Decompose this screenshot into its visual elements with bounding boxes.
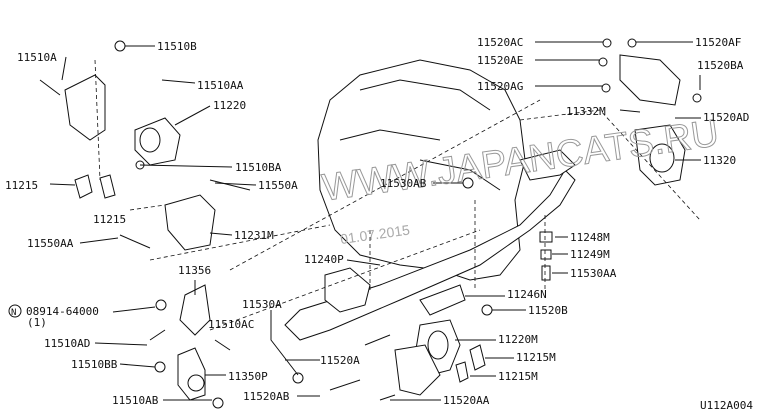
engine-block — [317, 59, 526, 281]
figure-code: U112A004 — [700, 399, 753, 411]
label-11215m: 11215M — [498, 370, 538, 383]
label-11520aa: 11520AA — [443, 394, 490, 407]
label-11249m: 11249M — [570, 248, 610, 261]
label-11215m: 11215M — [516, 351, 556, 364]
label-11520af: 11520AF — [695, 36, 741, 49]
label-11215: 11215 — [5, 179, 38, 192]
label-11520ag: 11520AG — [477, 80, 523, 93]
label-11530a: 11530A — [242, 298, 282, 311]
label-11220m: 11220M — [498, 333, 538, 346]
right-mount-parts — [462, 38, 702, 281]
label-11510ad: 11510AD — [44, 337, 90, 350]
lower-center-parts — [292, 284, 493, 401]
label-11530ab: 11530AB — [380, 177, 427, 190]
label-08914-64000: 08914-64000 — [26, 305, 99, 318]
label-11246n: 11246N — [507, 288, 547, 301]
label-11520ad: 11520AD — [703, 111, 749, 124]
label-11520ba: 11520BA — [697, 59, 744, 72]
note-circle-icon — [8, 304, 22, 318]
label-11356: 11356 — [178, 264, 211, 277]
assembly-lines — [94, 59, 701, 331]
label-11550aa: 11550AA — [27, 237, 74, 250]
label-11240p: 11240P — [304, 253, 344, 266]
label-11215: 11215 — [93, 213, 126, 226]
label-11520ac: 11520AC — [477, 36, 523, 49]
label-11510ab: 11510AB — [112, 394, 159, 407]
label-11530aa: 11530AA — [570, 267, 617, 280]
label-11510bb: 11510BB — [71, 358, 118, 371]
label-11220: 11220 — [213, 99, 246, 112]
label-11520b: 11520B — [528, 304, 568, 317]
label-11520ab: 11520AB — [243, 390, 290, 403]
label-11350p: 11350P — [228, 370, 268, 383]
label-11510a: 11510A — [17, 51, 57, 64]
label-11510ac: 11510AC — [208, 318, 254, 331]
label-11510ba: 11510BA — [235, 161, 282, 174]
label-11550a: 11550A — [258, 179, 298, 192]
label-11231m: 11231M — [234, 229, 274, 242]
label-11332m: 11332M — [566, 105, 606, 118]
label-11248m: 11248M — [570, 231, 610, 244]
label-11520ae: 11520AE — [477, 54, 523, 67]
label-quantity: (1) — [27, 316, 47, 329]
label-11510aa: 11510AA — [197, 79, 244, 92]
crossmember-11240p — [284, 149, 576, 341]
note-symbol: N — [11, 308, 16, 318]
date-stamp: 01.07.2015 — [339, 221, 411, 247]
left-mount-parts — [39, 40, 251, 409]
label-11520a: 11520A — [320, 354, 360, 367]
label-11320: 11320 — [703, 154, 736, 167]
part-labels: 11510A 11510B 11510AA 11220 11215 11215 … — [5, 36, 753, 411]
label-11510b: 11510B — [157, 40, 197, 53]
leader-lines — [49, 41, 701, 401]
